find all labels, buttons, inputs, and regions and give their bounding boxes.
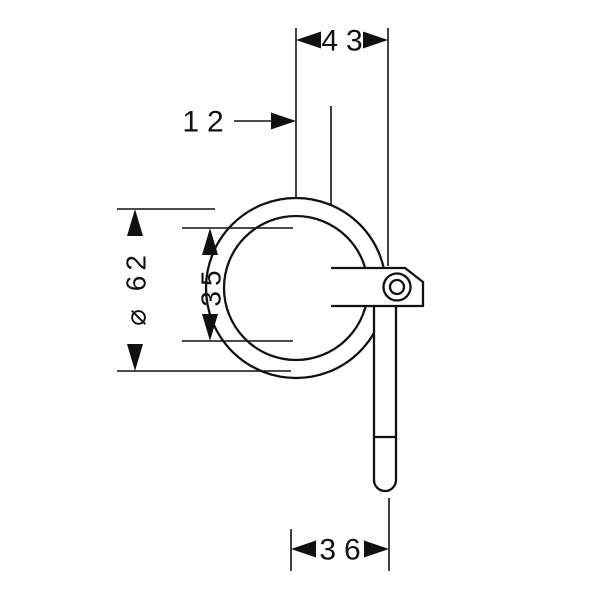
dimension-arrows (127, 31, 389, 558)
arrow-offset-up-icon (202, 228, 218, 255)
extension-lines (117, 28, 390, 571)
dim-label-top-width: 43 (321, 25, 370, 58)
dim-label-plate-depth: 12 (182, 106, 231, 139)
arrow-bottom-right-icon (364, 540, 389, 558)
arrow-offset-down-icon (202, 314, 218, 341)
arrow-bottom-left-icon (291, 540, 316, 558)
arm-fill (332, 268, 423, 306)
dim-label-bottom-depth: 36 (319, 534, 368, 567)
arrow-right-icon (363, 31, 388, 49)
arrow-depth-icon (271, 112, 296, 130)
arrow-diameter-down-icon (127, 344, 143, 371)
arrow-left-icon (296, 31, 321, 49)
dimension-labels: 43 12 ⌀ 62 35 36 (121, 25, 370, 567)
rod-outline (372, 304, 398, 493)
rod-fill (374, 306, 396, 491)
arm-outline-top (330, 266, 425, 308)
screw-inner-circle (388, 278, 406, 296)
dim-label-center-offset: 35 (196, 265, 227, 306)
screw-outer-circle (382, 272, 412, 302)
fixture-object (204, 196, 425, 493)
arrow-diameter-up-icon (127, 209, 143, 236)
dim-label-plate-diameter: ⌀ 62 (121, 250, 152, 326)
